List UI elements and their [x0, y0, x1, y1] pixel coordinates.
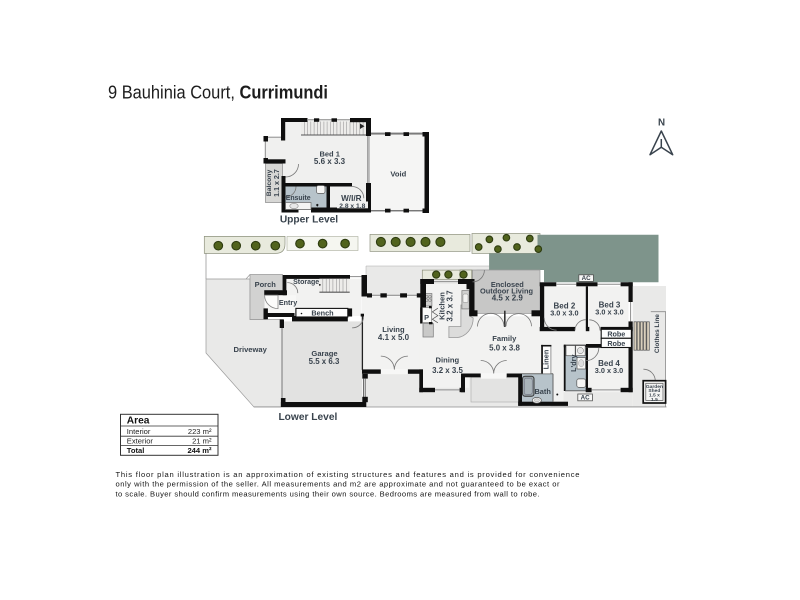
- svg-text:4.1 x 5.0: 4.1 x 5.0: [378, 333, 410, 342]
- svg-text:5.0 x 3.8: 5.0 x 3.8: [489, 344, 520, 353]
- svg-text:Lower Level: Lower Level: [278, 412, 337, 423]
- svg-text:5.6 x 3.3: 5.6 x 3.3: [314, 157, 346, 166]
- svg-text:Ensuite: Ensuite: [286, 195, 311, 202]
- svg-text:Bench: Bench: [311, 308, 333, 317]
- svg-text:Outdoor Living: Outdoor Living: [480, 287, 533, 296]
- svg-text:4.5 x 2.9: 4.5 x 2.9: [492, 293, 524, 302]
- svg-text:Total: Total: [127, 446, 145, 455]
- svg-text:Upper Level: Upper Level: [280, 215, 338, 226]
- svg-text:3.0 x 3.0: 3.0 x 3.0: [595, 308, 623, 317]
- svg-text:W/I/R: W/I/R: [341, 194, 362, 203]
- svg-text:Bed 4: Bed 4: [598, 359, 620, 368]
- svg-text:3.2 x 3.7: 3.2 x 3.7: [446, 290, 455, 322]
- svg-text:only with the permission of th: only with the permission of the seller. …: [116, 480, 560, 489]
- svg-text:1.5: 1.5: [651, 397, 658, 403]
- svg-text:Bath: Bath: [534, 387, 551, 396]
- svg-text:1.1 x 2.7: 1.1 x 2.7: [273, 169, 281, 197]
- svg-text:Void: Void: [390, 169, 406, 178]
- svg-text:Bed 3: Bed 3: [599, 301, 621, 310]
- svg-text:1.5 x: 1.5 x: [649, 393, 660, 399]
- svg-text:Clothes Line: Clothes Line: [654, 314, 661, 353]
- svg-text:9 Bauhinia Court, Currimundi: 9 Bauhinia Court, Currimundi: [108, 83, 328, 103]
- svg-text:Driveway: Driveway: [234, 345, 268, 354]
- svg-text:3.0 x 3.0: 3.0 x 3.0: [595, 366, 623, 375]
- svg-text:Entry: Entry: [279, 298, 297, 307]
- svg-text:Area: Area: [127, 416, 150, 427]
- svg-text:21 m²: 21 m²: [192, 437, 212, 446]
- svg-text:Living: Living: [382, 325, 405, 334]
- svg-text:N: N: [658, 117, 665, 128]
- svg-text:Balcony: Balcony: [266, 170, 273, 197]
- svg-text:Family: Family: [492, 334, 517, 343]
- svg-text:Storage: Storage: [293, 279, 319, 286]
- svg-text:Porch: Porch: [255, 280, 277, 289]
- svg-text:to scale. Buyer should confirm: to scale. Buyer should confirm measureme…: [116, 489, 540, 498]
- svg-text:Bed 2: Bed 2: [554, 302, 576, 311]
- svg-text:P: P: [424, 313, 429, 322]
- svg-text:L'dry: L'dry: [569, 355, 578, 372]
- svg-text:223 m²: 223 m²: [188, 427, 212, 436]
- svg-text:3.2 x 3.5: 3.2 x 3.5: [432, 366, 463, 375]
- svg-text:AC: AC: [582, 275, 591, 282]
- svg-text:Dining: Dining: [435, 356, 459, 365]
- svg-text:2.8 x 1.8: 2.8 x 1.8: [339, 203, 365, 210]
- svg-text:Enclosed: Enclosed: [491, 280, 524, 289]
- svg-text:Robe: Robe: [607, 339, 625, 348]
- svg-text:Garden: Garden: [646, 384, 663, 390]
- svg-text:Robe: Robe: [607, 330, 625, 339]
- svg-text:Shed: Shed: [648, 388, 660, 394]
- svg-text:Linen: Linen: [541, 349, 550, 369]
- svg-text:3.0 x 3.0: 3.0 x 3.0: [550, 309, 578, 318]
- svg-text:Kitchen: Kitchen: [437, 292, 446, 320]
- svg-text:5.5 x 6.3: 5.5 x 6.3: [309, 357, 340, 366]
- svg-text:This floor plan illustration i: This floor plan illustration is an appro…: [116, 470, 580, 479]
- svg-text:Garage: Garage: [311, 349, 337, 358]
- svg-text:Interior: Interior: [127, 427, 151, 436]
- svg-text:Exterior: Exterior: [127, 437, 154, 446]
- svg-text:AC: AC: [581, 395, 590, 402]
- svg-text:Bed 1: Bed 1: [319, 150, 339, 159]
- svg-text:244 m²: 244 m²: [187, 446, 212, 455]
